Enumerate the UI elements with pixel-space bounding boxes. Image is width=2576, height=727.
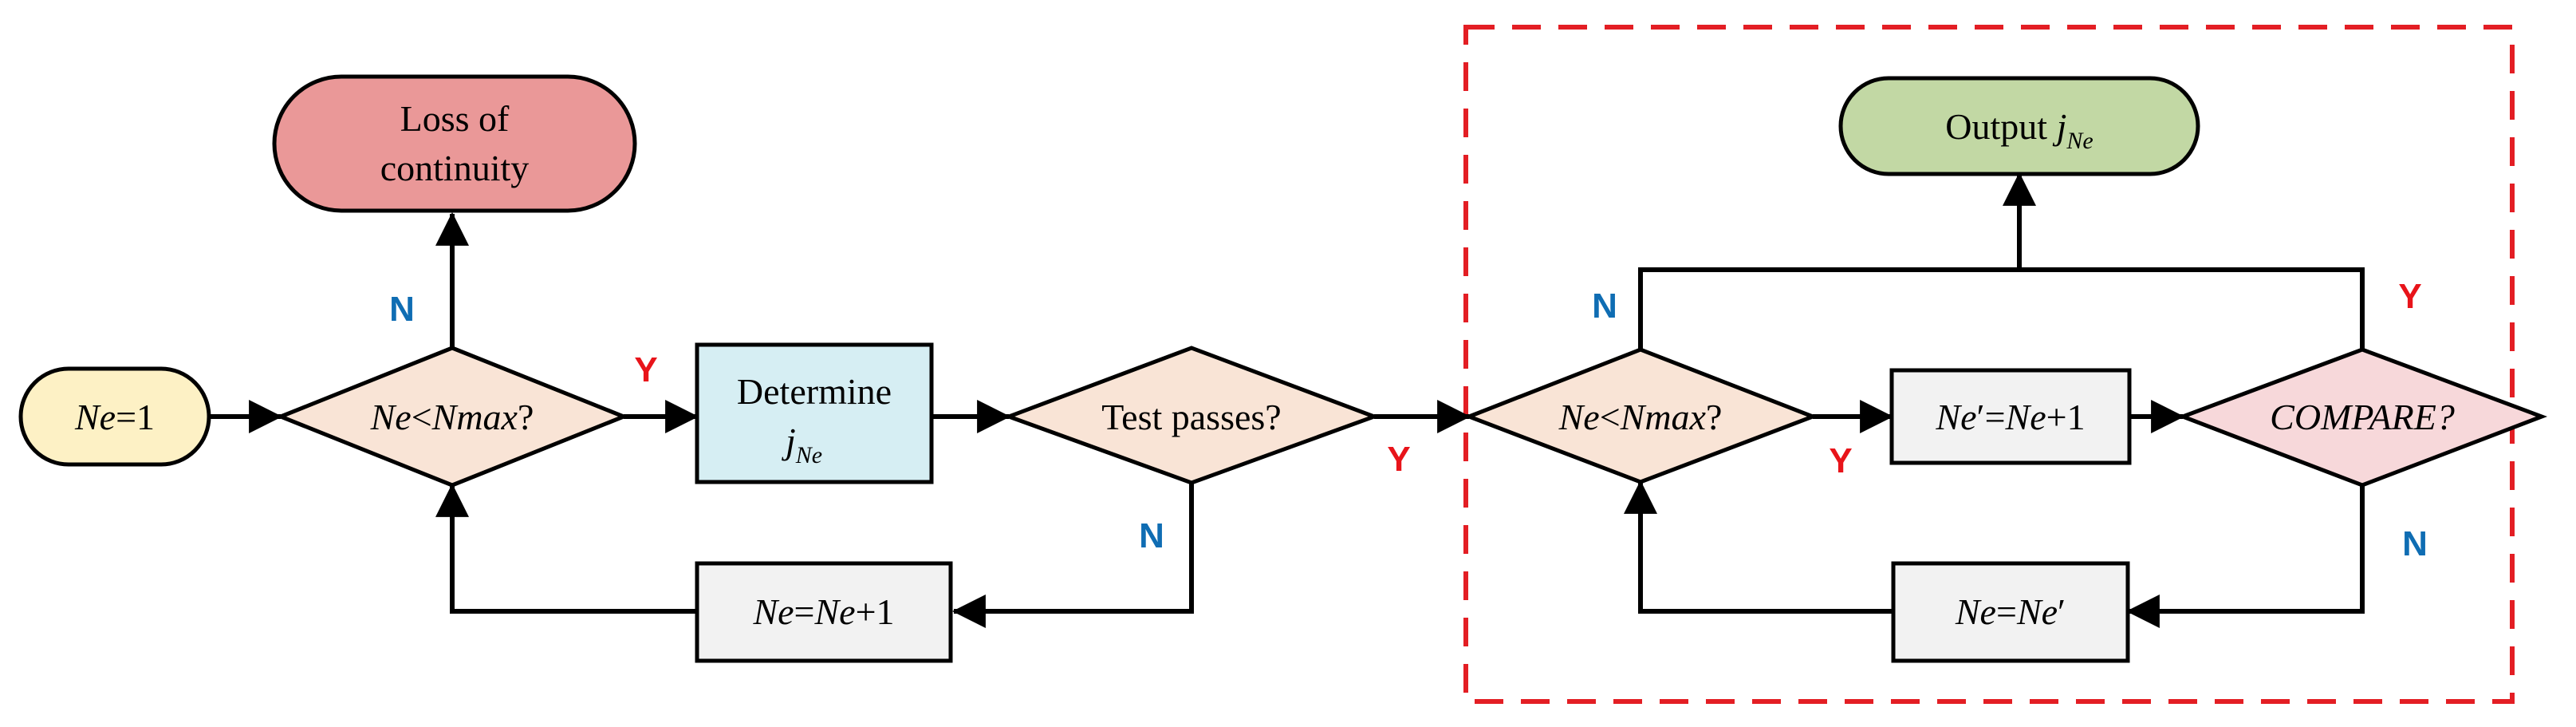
loss-of-continuity-node: Loss of continuity <box>272 74 637 213</box>
determine-sub: Ne <box>795 442 822 468</box>
label-test-yes: Y <box>1387 440 1410 479</box>
assign-node: Ne=Ne′ <box>1891 561 2130 663</box>
svg-text:Ne<Nmax?: Ne<Nmax? <box>1558 397 1723 437</box>
compare-node: COMPARE? <box>2176 347 2548 488</box>
arrow-test-to-increment1 <box>951 483 1194 628</box>
decision1-node: Ne<Nmax? <box>275 346 629 488</box>
test-text: Test passes? <box>1101 397 1281 437</box>
arrow-compare-to-assign <box>2125 485 2365 628</box>
label-compare-no: N <box>2402 524 2428 563</box>
start-rest: =1 <box>116 397 155 437</box>
determine-j: j <box>782 421 796 461</box>
label-d1-no: N <box>389 290 415 329</box>
loss-line2: continuity <box>380 148 530 188</box>
compare-text: COMPARE? <box>2270 397 2455 437</box>
loss-line1: Loss of <box>400 98 510 139</box>
comparison-region-frame <box>1463 25 2515 704</box>
label-d2-no: N <box>1592 286 1617 326</box>
output-text: Output <box>1945 106 2056 147</box>
increment2-node: Ne′=Ne+1 <box>1889 368 2132 465</box>
branch-labels: N Y Y N N Y Y N <box>389 277 2428 563</box>
svg-text:Ne=Ne+1: Ne=Ne+1 <box>752 591 894 632</box>
start-var: Ne <box>74 397 116 437</box>
increment1-node: Ne=Ne+1 <box>695 561 953 663</box>
connectors <box>209 172 2365 628</box>
output-sub: Ne <box>2066 128 2093 154</box>
line-decision2-up <box>1638 267 2365 350</box>
label-test-no: N <box>1139 516 1164 555</box>
arrow-increment1-to-decision1 <box>435 483 697 614</box>
label-d2-yes: Y <box>1829 441 1852 480</box>
svg-text:jNe: jNe <box>782 421 822 468</box>
svg-text:Ne′=Ne+1: Ne′=Ne+1 <box>1935 397 2085 437</box>
arrow-assign-to-decision2 <box>1624 480 1893 614</box>
decision2-node: Ne<Nmax? <box>1463 347 1818 484</box>
label-compare-yes: Y <box>2398 277 2421 316</box>
label-d1-yes: Y <box>634 350 657 389</box>
determine-line1: Determine <box>737 371 892 412</box>
start-node: Ne=1 <box>18 366 211 467</box>
svg-text:Ne<Nmax?: Ne<Nmax? <box>370 397 534 437</box>
determine-node: Determine jNe <box>695 342 934 484</box>
svg-text:Output jNe: Output jNe <box>1945 106 2093 154</box>
svg-text:Ne=1: Ne=1 <box>74 397 155 437</box>
svg-text:Ne=Ne′: Ne=Ne′ <box>1955 591 2066 632</box>
output-j: j <box>2053 106 2067 147</box>
test-passes-node: Test passes? <box>1002 346 1381 485</box>
output-node: Output jNe <box>1838 76 2200 176</box>
